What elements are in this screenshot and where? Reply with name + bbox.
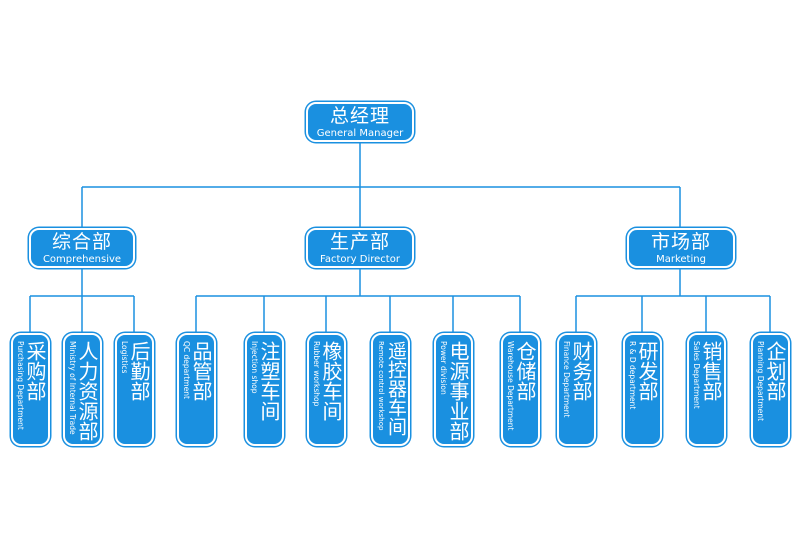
node-injection-shop-cn: 注塑车间 <box>257 341 281 421</box>
node-sales-department[interactable]: Sales Department 销售部 <box>687 333 726 446</box>
node-rubber-workshop[interactable]: Rubber workshop 橡胶车间 <box>307 333 346 446</box>
node-general-manager-cn: 总经理 <box>329 104 390 127</box>
node-finance-department-en: Finance Department <box>562 341 571 418</box>
node-power-division-cn: 电源事业部 <box>446 341 470 441</box>
node-purchasing-department[interactable]: Purchasing Department 采购部 <box>11 333 50 446</box>
node-factory-director[interactable]: 生产部 Factory Director <box>306 228 414 268</box>
node-qc-department-cn: 品管部 <box>189 341 213 401</box>
node-planning-department-en: Planning Department <box>756 341 765 422</box>
node-remote-control-workshop-cn: 遥控器车间 <box>385 341 407 436</box>
node-rd-department[interactable]: R & D department 研发部 <box>623 333 662 446</box>
node-warehouse-department[interactable]: Warehouse Department 仓储部 <box>501 333 540 446</box>
node-power-division-en: Power division <box>439 341 448 395</box>
node-rd-department-en: R & D department <box>628 341 637 410</box>
node-marketing-cn: 市场部 <box>650 230 711 253</box>
node-logistics[interactable]: Logistics 后勤部 <box>115 333 154 446</box>
node-human-resources-cn: 人力资源部 <box>75 341 99 441</box>
node-marketing[interactable]: 市场部 Marketing <box>627 228 735 268</box>
node-factory-director-cn: 生产部 <box>329 230 390 253</box>
node-logistics-cn: 后勤部 <box>127 341 151 401</box>
node-rubber-workshop-cn: 橡胶车间 <box>319 341 343 421</box>
node-sales-department-en: Sales Department <box>692 341 701 409</box>
node-general-manager[interactable]: 总经理 General Manager <box>306 102 414 142</box>
node-injection-shop-en: Injection shop <box>250 341 259 394</box>
node-marketing-en: Marketing <box>656 253 706 265</box>
node-human-resources[interactable]: Ministry of Internal Trade 人力资源部 <box>63 333 102 446</box>
node-power-division[interactable]: Power division 电源事业部 <box>434 333 473 446</box>
node-planning-department-cn: 企划部 <box>763 341 787 401</box>
node-comprehensive[interactable]: 综合部 Comprehensive <box>29 228 135 268</box>
node-purchasing-department-en: Purchasing Department <box>16 341 25 430</box>
node-general-manager-en: General Manager <box>316 127 404 139</box>
node-sales-department-cn: 销售部 <box>699 341 723 401</box>
node-logistics-en: Logistics <box>120 341 129 374</box>
node-qc-department[interactable]: QC department 品管部 <box>177 333 216 446</box>
node-rd-department-cn: 研发部 <box>635 341 659 401</box>
node-planning-department[interactable]: Planning Department 企划部 <box>751 333 790 446</box>
node-warehouse-department-cn: 仓储部 <box>513 341 537 401</box>
node-rubber-workshop-en: Rubber workshop <box>312 341 321 407</box>
node-finance-department-cn: 财务部 <box>569 341 593 401</box>
node-injection-shop[interactable]: Injection shop 注塑车间 <box>245 333 284 446</box>
node-factory-director-en: Factory Director <box>320 253 400 265</box>
node-finance-department[interactable]: Finance Department 财务部 <box>557 333 596 446</box>
node-human-resources-en: Ministry of Internal Trade <box>68 341 77 435</box>
node-comprehensive-cn: 综合部 <box>51 230 112 253</box>
node-purchasing-department-cn: 采购部 <box>23 341 47 401</box>
node-remote-control-workshop-en: Remote control workshop <box>377 341 385 431</box>
node-warehouse-department-en: Warehouse Department <box>506 341 515 431</box>
node-remote-control-workshop[interactable]: Remote control workshop 遥控器车间 <box>371 333 410 446</box>
node-comprehensive-en: Comprehensive <box>42 253 122 265</box>
node-qc-department-en: QC department <box>182 341 191 399</box>
